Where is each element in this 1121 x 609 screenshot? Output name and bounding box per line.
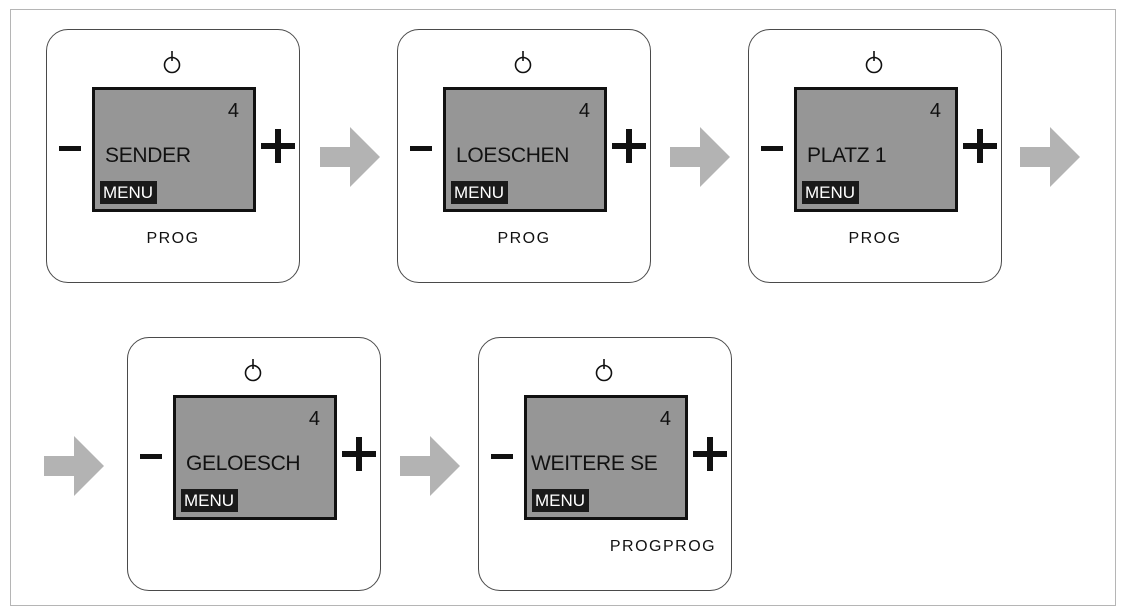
display-number: 4 <box>659 408 671 430</box>
arrow-right-icon <box>320 127 380 187</box>
display-screen: 4 LOESCHEN MENU <box>443 87 607 212</box>
display-text: WEITERE SE <box>531 452 658 475</box>
display-text: SENDER <box>105 144 191 167</box>
menu-label: MENU <box>100 181 158 204</box>
display-text: GELOESCH <box>186 452 301 475</box>
display-number: 4 <box>308 408 320 430</box>
display-screen: 4 SENDER MENU <box>92 87 256 212</box>
power-icon <box>514 51 532 74</box>
display-screen: 4 GELOESCH MENU <box>173 395 337 520</box>
power-icon <box>244 359 262 382</box>
plus-icon <box>612 129 646 163</box>
display-screen: 4 WEITERE SE MENU <box>524 395 688 520</box>
device-5: 4 WEITERE SE MENU PROGPROG <box>478 337 732 591</box>
minus-icon <box>140 454 162 459</box>
arrow-right-icon <box>670 127 730 187</box>
display-number: 4 <box>227 100 239 122</box>
plus-icon <box>963 129 997 163</box>
prog-label: PROG <box>497 230 551 247</box>
menu-label: MENU <box>802 181 860 204</box>
arrow-right-icon <box>44 436 104 496</box>
arrow-right-icon <box>1020 127 1080 187</box>
prog-label: PROG <box>848 230 902 247</box>
prog-label: PROG <box>146 230 200 247</box>
minus-icon <box>59 146 81 151</box>
minus-icon <box>491 454 513 459</box>
display-number: 4 <box>929 100 941 122</box>
power-icon <box>163 51 181 74</box>
minus-icon <box>410 146 432 151</box>
device-2: 4 LOESCHEN MENU PROG <box>397 29 651 283</box>
plus-icon <box>342 437 376 471</box>
arrow-right-icon <box>400 436 460 496</box>
display-screen: 4 PLATZ 1 MENU <box>794 87 958 212</box>
menu-label: MENU <box>451 181 509 204</box>
power-icon <box>865 51 883 74</box>
menu-label: MENU <box>532 489 590 512</box>
diagram-frame <box>10 9 1116 606</box>
plus-icon <box>693 437 727 471</box>
device-3: 4 PLATZ 1 MENU PROG <box>748 29 1002 283</box>
power-icon <box>595 359 613 382</box>
device-4: 4 GELOESCH MENU <box>127 337 381 591</box>
display-text: PLATZ 1 <box>807 144 887 167</box>
display-number: 4 <box>578 100 590 122</box>
minus-icon <box>761 146 783 151</box>
device-1: 4 SENDER MENU PROG <box>46 29 300 283</box>
menu-label: MENU <box>181 489 239 512</box>
display-text: LOESCHEN <box>456 144 570 167</box>
prog-label: PROGPROG <box>609 538 717 555</box>
plus-icon <box>261 129 295 163</box>
